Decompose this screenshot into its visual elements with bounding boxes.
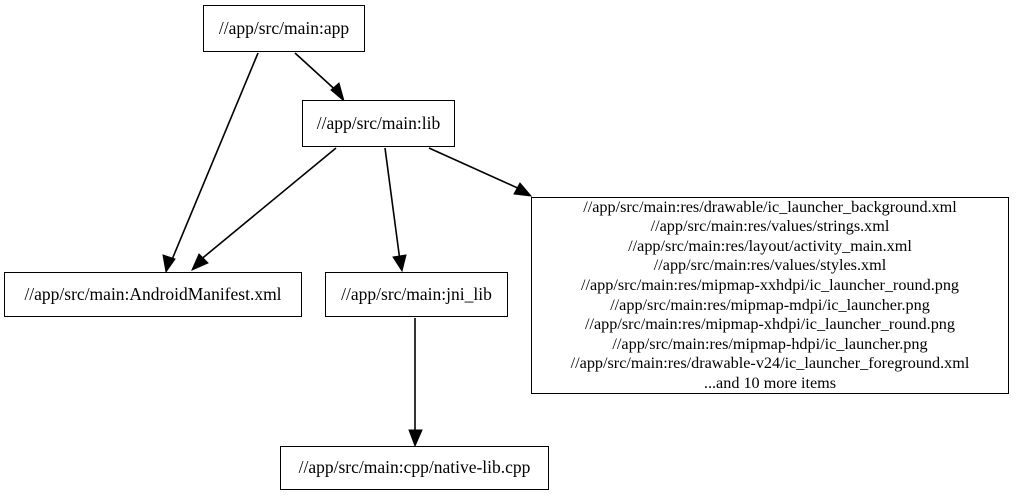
node-lib-label: //app/src/main:lib (316, 112, 441, 133)
edge-jni-lib-to-native-lib (408, 318, 423, 448)
node-res-group[interactable]: //app/src/main:res/drawable/ic_launcher_… (531, 197, 1009, 394)
node-app-label: //app/src/main:app (218, 17, 350, 38)
edge-lib-to-androidmanifest (191, 147, 337, 271)
node-native-lib-cpp-label: //app/src/main:cpp/native-lib.cpp (298, 457, 531, 478)
edge-lib-to-jni-lib (384, 147, 407, 273)
node-native-lib-cpp[interactable]: //app/src/main:cpp/native-lib.cpp (280, 446, 549, 490)
edge-app-to-lib (294, 52, 345, 103)
node-androidmanifest[interactable]: //app/src/main:AndroidManifest.xml (4, 272, 302, 317)
edge-app-to-androidmanifest (162, 52, 259, 274)
node-jni-lib[interactable]: //app/src/main:jni_lib (325, 272, 508, 317)
node-lib[interactable]: //app/src/main:lib (302, 100, 455, 147)
node-jni-lib-label: //app/src/main:jni_lib (341, 283, 492, 304)
edge-lib-to-res-group (428, 147, 533, 197)
node-app[interactable]: //app/src/main:app (203, 5, 365, 52)
node-res-group-label: //app/src/main:res/drawable/ic_launcher_… (570, 197, 970, 392)
node-androidmanifest-label: //app/src/main:AndroidManifest.xml (24, 283, 282, 304)
